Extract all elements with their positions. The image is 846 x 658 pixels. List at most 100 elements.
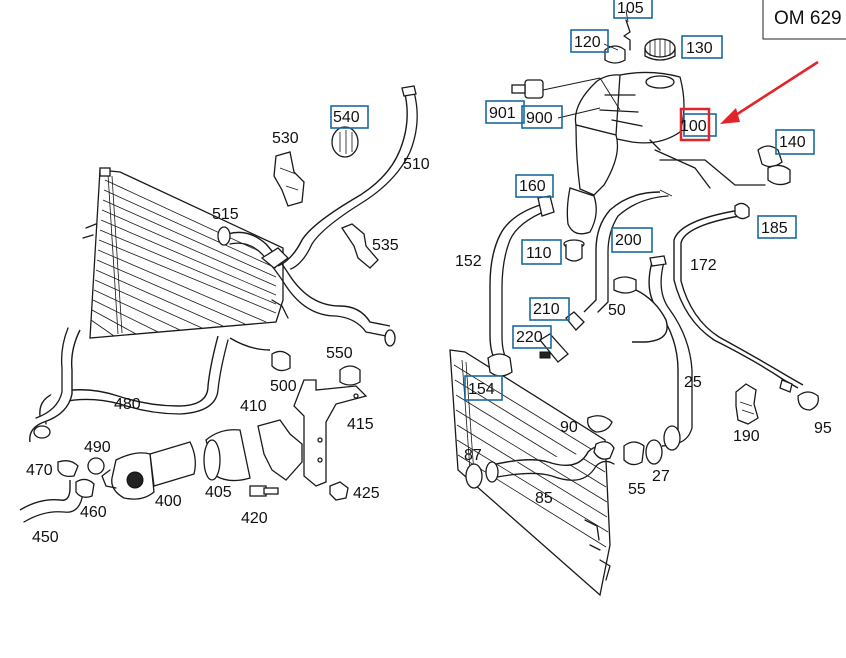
boxed-label-140: 140 (775, 129, 815, 155)
plug-540 (331, 126, 359, 158)
fitting-220 (539, 333, 569, 363)
ring-87 (465, 463, 483, 489)
label-152: 152 (455, 253, 482, 270)
radiator-right (449, 349, 611, 597)
boxed-label-154: 154 (464, 375, 503, 401)
boxed-label-901: 901 (485, 100, 525, 124)
label-415: 415 (347, 416, 374, 433)
boxed-label-105: 105 (613, 0, 653, 19)
label-500: 500 (270, 378, 297, 395)
label-27: 27 (652, 468, 670, 485)
svg-text:140: 140 (779, 134, 806, 151)
sleeve-405 (203, 429, 251, 482)
clamp-90 (587, 415, 613, 433)
tank-cap (644, 38, 676, 61)
svg-text:220: 220 (516, 329, 543, 346)
svg-text:130: 130 (686, 40, 713, 57)
clamp-490 (87, 457, 105, 475)
bolt-420 (249, 485, 279, 497)
label-90: 90 (560, 419, 578, 436)
label-85: 85 (535, 490, 553, 507)
label-470: 470 (26, 462, 53, 479)
label-550: 550 (326, 345, 353, 362)
label-420: 420 (241, 510, 268, 527)
plug-500 (271, 350, 291, 372)
boxed-label-185: 185 (757, 215, 797, 239)
boxed-label-110: 110 (521, 239, 562, 265)
svg-text:105: 105 (617, 0, 644, 17)
engine-code-label: OM 629 (774, 8, 842, 29)
label-50: 50 (608, 302, 626, 319)
boxed-label-540: 540 (330, 105, 369, 129)
boxed-label-220: 220 (512, 325, 552, 349)
boxed-label-200: 200 (611, 227, 653, 253)
svg-text:200: 200 (615, 232, 642, 249)
label-530: 530 (272, 130, 299, 147)
water-pump-400 (101, 441, 196, 500)
engine-code-box: OM 629 (762, 0, 846, 40)
hose-510 (277, 85, 418, 271)
label-515: 515 (212, 206, 239, 223)
label-405: 405 (205, 484, 232, 501)
label-25: 25 (684, 374, 702, 391)
hose-85 (485, 441, 615, 483)
boxed-label-120: 120 (570, 29, 609, 53)
radiator-left (82, 167, 289, 339)
clamp-470 (57, 460, 79, 478)
svg-text:185: 185 (761, 220, 788, 237)
svg-text:120: 120 (574, 34, 601, 51)
label-55: 55 (628, 481, 646, 498)
clamp-154 (487, 353, 513, 377)
clamp-535 (341, 223, 379, 269)
clamp-530 (273, 151, 305, 207)
label-450: 450 (32, 529, 59, 546)
hose-50 (613, 276, 668, 343)
label-490: 490 (84, 439, 111, 456)
hose-515 (217, 226, 396, 347)
hose-152 (489, 195, 555, 375)
svg-text:160: 160 (519, 178, 546, 195)
label-87: 87 (464, 447, 482, 464)
hose-480 (39, 335, 271, 425)
svg-text:154: 154 (468, 381, 495, 398)
label-480: 480 (114, 396, 141, 413)
svg-text:900: 900 (526, 110, 553, 127)
boxed-label-900: 900 (521, 105, 563, 129)
svg-text:540: 540 (333, 109, 360, 126)
clamp-55 (623, 441, 645, 466)
hose-450 (19, 480, 83, 523)
label-510: 510 (403, 156, 430, 173)
boxed-label-100: 100 (679, 107, 717, 142)
clamp-140 (757, 145, 791, 186)
svg-text:110: 110 (526, 245, 552, 262)
label-425: 425 (353, 485, 380, 502)
svg-text:100: 100 (680, 118, 707, 135)
bracket-410 (257, 419, 303, 481)
clamp-460 (75, 478, 95, 498)
clamp-190 (735, 383, 759, 425)
nut-425 (329, 481, 349, 501)
boxed-label-210: 210 (529, 297, 570, 321)
boxed-label-130: 130 (681, 35, 723, 59)
boxed-label-160: 160 (515, 174, 554, 198)
label-460: 460 (80, 504, 107, 521)
fitting-210 (565, 311, 585, 331)
plug-110 (563, 239, 585, 262)
plain-labels: 530 510 515 535 152 172 50 550 500 480 4… (26, 130, 832, 546)
ring-27 (645, 439, 663, 465)
highlight-arrow (720, 60, 819, 124)
grommet-120 (603, 43, 626, 64)
bracket-415 (293, 379, 368, 487)
svg-text:901: 901 (489, 105, 516, 122)
clamp-95 (797, 391, 819, 411)
label-410: 410 (240, 398, 267, 415)
boxed-labels: 105 120 130 901 900 100 140 160 (330, 0, 815, 401)
hose-470 (29, 327, 81, 443)
cap-550 (339, 365, 361, 386)
label-190: 190 (733, 428, 760, 445)
label-535: 535 (372, 237, 399, 254)
hose-172 (659, 189, 804, 393)
expansion-tank (566, 71, 766, 235)
label-172: 172 (690, 257, 717, 274)
